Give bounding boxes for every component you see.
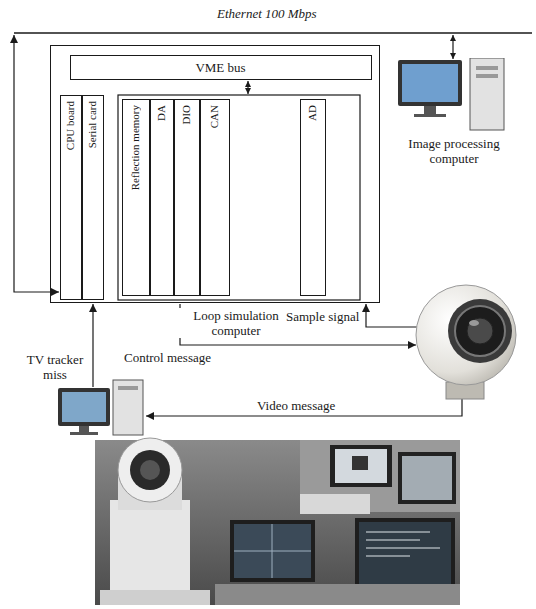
bus-box: VME bus [70, 55, 372, 80]
illustration-part [62, 392, 106, 422]
illustration-part [355, 518, 455, 588]
illustration-part [113, 380, 143, 435]
signal-label: Sample signal [284, 309, 361, 324]
tracker-computer [58, 380, 143, 435]
illustration-part [366, 540, 420, 541]
illustration-part [118, 386, 138, 390]
illustration-part [467, 318, 493, 344]
illustration-part [140, 460, 160, 480]
signal-arrow [146, 399, 462, 416]
illustration-part [118, 438, 182, 502]
module-label: CPU board [64, 101, 77, 150]
illustration-part [352, 456, 368, 470]
module-label: Reflection memory [129, 105, 142, 190]
illustration-part [234, 551, 311, 552]
illustration-part [414, 114, 446, 117]
computer-illustration [398, 58, 510, 134]
illustration-part [424, 106, 436, 114]
camera-turret [416, 285, 516, 399]
ethernet-line [14, 32, 532, 33]
module-label: DA [155, 105, 168, 121]
illustration-part [70, 432, 98, 435]
io-module: Reflection memory [122, 99, 150, 296]
illustration-part [79, 426, 89, 432]
illustration-part [100, 590, 210, 605]
illustration-part [366, 532, 430, 533]
module-label: Image processing computer [398, 136, 510, 166]
computer-icon: Image processing computer [398, 58, 510, 166]
signal-arrow [366, 304, 417, 327]
board-module: Serial card [82, 95, 104, 300]
signal-arrow [92, 304, 93, 387]
illustration-part [476, 74, 498, 78]
illustration-part [366, 548, 440, 549]
io-board-outline [118, 95, 360, 300]
signal-label: Video message [255, 398, 337, 413]
signal-label: Control message [122, 350, 213, 365]
io-module: DIO [174, 99, 200, 296]
illustration-part [455, 306, 505, 356]
network-label: Ethernet 100 Mbps [215, 6, 319, 21]
illustration-part [366, 556, 410, 557]
illustration-part [330, 445, 392, 487]
illustration-part [402, 64, 458, 102]
illustration-part [476, 66, 498, 70]
lab-photo [95, 438, 460, 605]
illustration-part [95, 440, 460, 605]
io-module: CAN [200, 99, 230, 296]
bus-link [247, 81, 248, 94]
module-label: CAN [208, 105, 221, 128]
illustration-part [470, 58, 504, 130]
computer-chassis: Loop simulation computerVME busCPU board… [50, 45, 380, 303]
illustration-part [58, 388, 110, 426]
module-label: AD [306, 105, 319, 121]
network-link [14, 35, 59, 292]
signal-label: TV tracker miss [18, 352, 92, 382]
board-module: CPU board [60, 95, 82, 300]
chassis-label: Loop simulation computer [176, 308, 296, 338]
io-module: AD [300, 99, 326, 296]
illustration-part [234, 524, 311, 578]
illustration-part [230, 520, 315, 582]
module-label: DIO [180, 105, 193, 125]
illustration-part [335, 449, 387, 483]
illustration-part [300, 494, 370, 514]
illustration-part [448, 299, 512, 363]
illustration-part [398, 60, 462, 106]
illustration-part [110, 500, 190, 592]
illustration-part [130, 450, 170, 490]
io-module: DA [150, 99, 174, 296]
module-label: VME bus [195, 60, 245, 75]
illustration-part [416, 285, 516, 385]
network-link [452, 35, 453, 59]
illustration-part [359, 522, 451, 584]
illustration-part [402, 456, 452, 500]
illustration-part [215, 584, 460, 605]
illustration-part [469, 320, 479, 326]
module-label: Serial card [86, 101, 99, 148]
illustration-part [398, 452, 456, 504]
